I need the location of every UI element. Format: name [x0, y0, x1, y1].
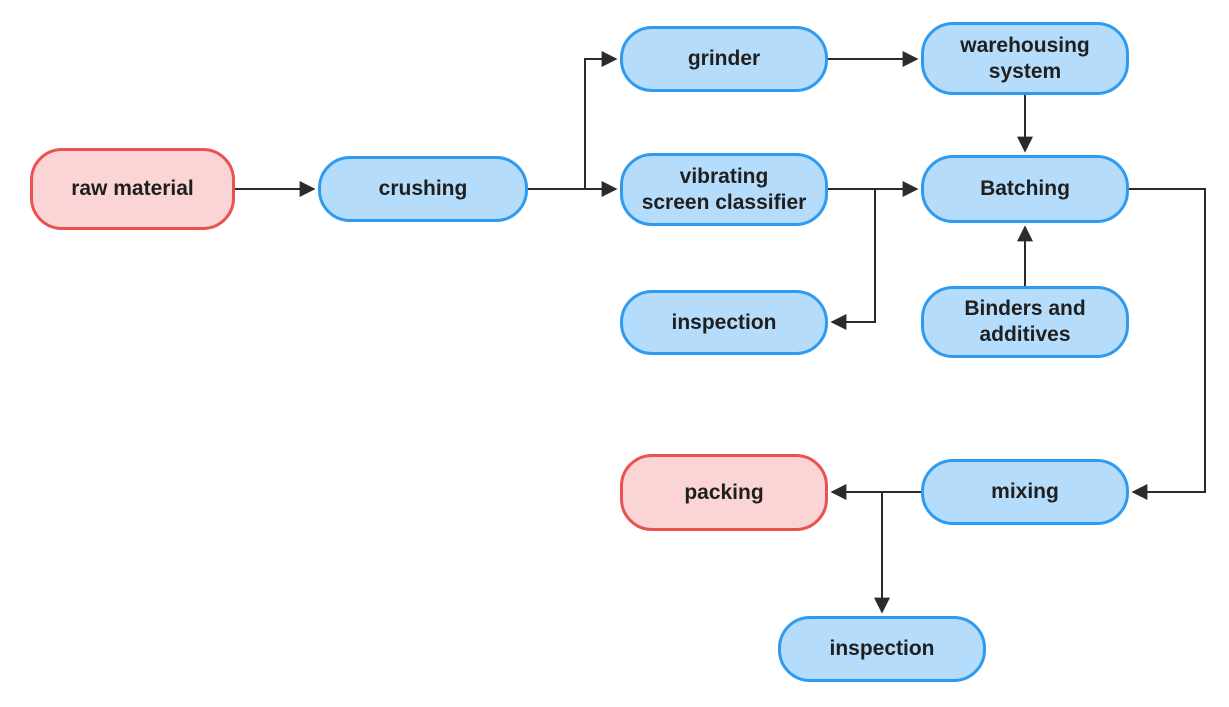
node-packing: packing: [620, 454, 828, 531]
node-vibrating-screen-classifier: vibrating screen classifier: [620, 153, 828, 226]
edge-batching-mixing: [1129, 188, 1206, 500]
node-inspection-1: inspection: [620, 290, 828, 355]
node-batching: Batching: [921, 155, 1129, 223]
node-mixing: mixing: [921, 459, 1129, 525]
node-grinder: grinder: [620, 26, 828, 92]
edge-crushing-grinder: [584, 51, 618, 189]
node-raw-material: raw material: [30, 148, 235, 230]
node-crushing: crushing: [318, 156, 528, 222]
edge-vibrating-inspection: [830, 189, 876, 330]
node-warehousing-system: warehousing system: [921, 22, 1129, 95]
node-binders-and-additives: Binders and additives: [921, 286, 1129, 358]
node-inspection-2: inspection: [778, 616, 986, 682]
